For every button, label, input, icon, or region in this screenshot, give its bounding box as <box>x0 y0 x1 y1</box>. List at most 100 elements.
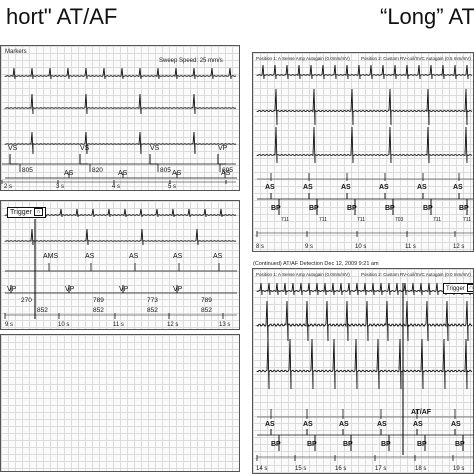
heading-short-ataf: hort" AT/AF <box>6 4 118 29</box>
marker-as: AS <box>413 421 423 428</box>
time-label: 12 s <box>167 322 179 328</box>
interval-value: 711 <box>281 217 289 223</box>
marker-vp: VP <box>218 145 228 152</box>
marker-vp: VP <box>173 286 183 293</box>
time-label: 11 s <box>113 322 124 328</box>
ecg-trace <box>256 300 473 342</box>
ecg-trace <box>256 282 473 296</box>
left-top-strip: Markers Sweep Speed: 25 mm/s AS AS AS AS <box>0 45 240 191</box>
marker-bp: BP <box>307 441 317 448</box>
right-top-strip: Position 1: A Sense Amp Autogain (0.0mm/… <box>252 52 474 252</box>
interval-value: 820 <box>92 167 103 174</box>
marker-bp: BP <box>423 205 433 212</box>
time-label: 9 s <box>305 244 314 250</box>
interval-value: 711 <box>319 217 327 223</box>
marker-bp: BP <box>385 205 395 212</box>
marker-as: AS <box>213 253 223 260</box>
strip-title: Markers <box>5 49 27 55</box>
right-top-ecg-trace <box>256 64 473 237</box>
interval-value: 789 <box>201 297 212 304</box>
marker-bp: BP <box>347 205 357 212</box>
trigger-label: Trigger∩ <box>443 283 473 294</box>
position-2-header: Position 2: Custom RV-coil/SVC Autogain … <box>361 272 471 277</box>
marker-as: AS <box>303 184 313 191</box>
interval-value: 703 <box>395 217 404 223</box>
time-label: 3 s <box>56 184 65 190</box>
detection-caption: (Continued) AT/AF Detection Dec 12, 2009… <box>253 261 379 267</box>
interval-value: 711 <box>433 217 441 223</box>
ecg-trace <box>256 88 473 126</box>
time-label: 10 s <box>58 322 70 328</box>
left-top-ecg-trace <box>4 67 237 179</box>
marker-bp: BP <box>381 441 391 448</box>
marker-as: AS <box>341 184 351 191</box>
marker-as: AS <box>129 253 139 260</box>
time-label: 5 s <box>168 184 177 190</box>
marker-bp: BP <box>459 205 469 212</box>
marker-as: AS <box>339 421 349 428</box>
marker-bp: BP <box>343 441 353 448</box>
ecg-trace <box>256 64 473 80</box>
marker-as: AS <box>265 421 275 428</box>
time-label: 19 s <box>453 466 465 472</box>
time-label: 15 s <box>295 466 307 472</box>
left-mid-strip: Trigger∩ AMS AS AS AS AS VP VP VP VP 270… <box>0 200 240 330</box>
interval-value: 852 <box>93 307 104 314</box>
marker-as: AS <box>173 253 183 260</box>
marker-as: AS <box>221 170 231 177</box>
position-1-header: Position 1: A Sense Amp Autogain (0.0mm/… <box>256 272 350 277</box>
left-top-marker-lines <box>1 154 236 184</box>
interval-value: 695 <box>222 167 233 174</box>
ecg-trace <box>4 93 237 115</box>
time-label: 10 s <box>355 244 367 250</box>
ecg-trace <box>4 67 237 80</box>
marker-vp: VP <box>119 286 129 293</box>
marker-as: AS <box>379 184 389 191</box>
time-label: 11 s <box>405 244 416 250</box>
interval-value: 270 <box>21 297 32 304</box>
left-top-marker-channel: VS VS VS VP 805 820 805 695 2 s 3 s 4 s … <box>0 142 240 192</box>
time-label: 14 s <box>256 466 268 472</box>
interval-value: 805 <box>160 167 171 174</box>
interval-value: 789 <box>93 297 104 304</box>
marker-as: AS <box>453 184 463 191</box>
marker-vp: VP <box>65 286 75 293</box>
time-label: 9 s <box>5 322 14 328</box>
trigger-icon: ∩ <box>466 284 473 293</box>
time-label: 18 s <box>415 466 427 472</box>
marker-as: AS <box>64 170 74 177</box>
position-2-header: Position 2: Custom RV-coil/SVC Autogain … <box>361 56 471 61</box>
ecg-trace <box>4 228 237 246</box>
heading-long-at: “Long” AT <box>380 4 474 29</box>
position-1-header: Position 1: A Sense Amp Autogain (0.0mm/… <box>256 56 350 61</box>
marker-vs: VS <box>8 145 18 152</box>
ecg-trace <box>4 131 237 155</box>
marker-bp: BP <box>417 441 427 448</box>
interval-value: 852 <box>37 307 48 314</box>
time-label: 12 s <box>453 244 465 250</box>
marker-vs: VS <box>150 145 160 152</box>
marker-as: AS <box>417 184 427 191</box>
marker-vs: VS <box>80 145 90 152</box>
marker-ams: AMS <box>43 253 59 260</box>
interval-value: 805 <box>22 167 33 174</box>
right-bottom-strip: Position 1: A Sense Amp Autogain (0.0mm/… <box>252 268 474 474</box>
time-label: 8 s <box>256 244 265 250</box>
trigger-icon: ∩ <box>33 208 43 217</box>
marker-as: AS <box>265 184 275 191</box>
interval-value: 711 <box>463 217 471 223</box>
sweep-speed: Sweep Speed: 25 mm/s <box>159 58 223 64</box>
marker-as: AS <box>172 170 182 177</box>
left-bottom-grid <box>0 334 240 472</box>
marker-bp: BP <box>271 205 281 212</box>
ecg-trace <box>256 126 473 164</box>
marker-vp: VP <box>7 286 17 293</box>
marker-as: AS <box>118 170 128 177</box>
time-label: 4 s <box>112 184 121 190</box>
marker-as: AS <box>303 421 313 428</box>
marker-bp: BP <box>455 441 465 448</box>
marker-as: AS <box>85 253 95 260</box>
interval-value: 711 <box>357 217 365 223</box>
trigger-label: Trigger∩ <box>7 207 46 218</box>
marker-as: AS <box>377 421 387 428</box>
